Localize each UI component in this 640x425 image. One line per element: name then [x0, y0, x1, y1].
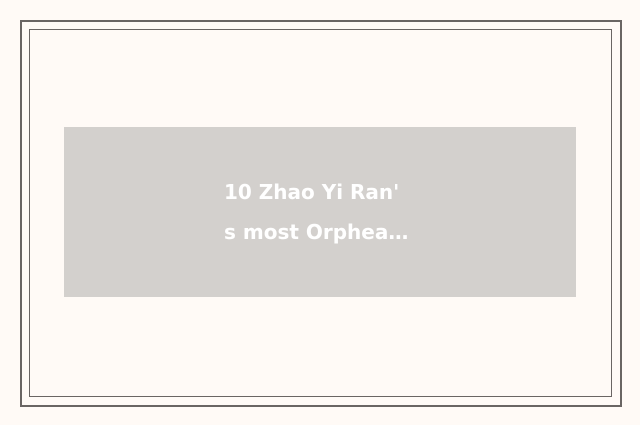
caption-line-2: s most Orphea… — [224, 220, 409, 244]
caption-line-1: 10 Zhao Yi Ran' — [224, 180, 400, 204]
image-caption: 10 Zhao Yi Ran' s most Orphea… — [224, 172, 416, 252]
image-placeholder[interactable]: 10 Zhao Yi Ran' s most Orphea… — [64, 127, 576, 297]
outer-frame-border — [20, 20, 622, 407]
inner-frame-border — [29, 29, 612, 397]
